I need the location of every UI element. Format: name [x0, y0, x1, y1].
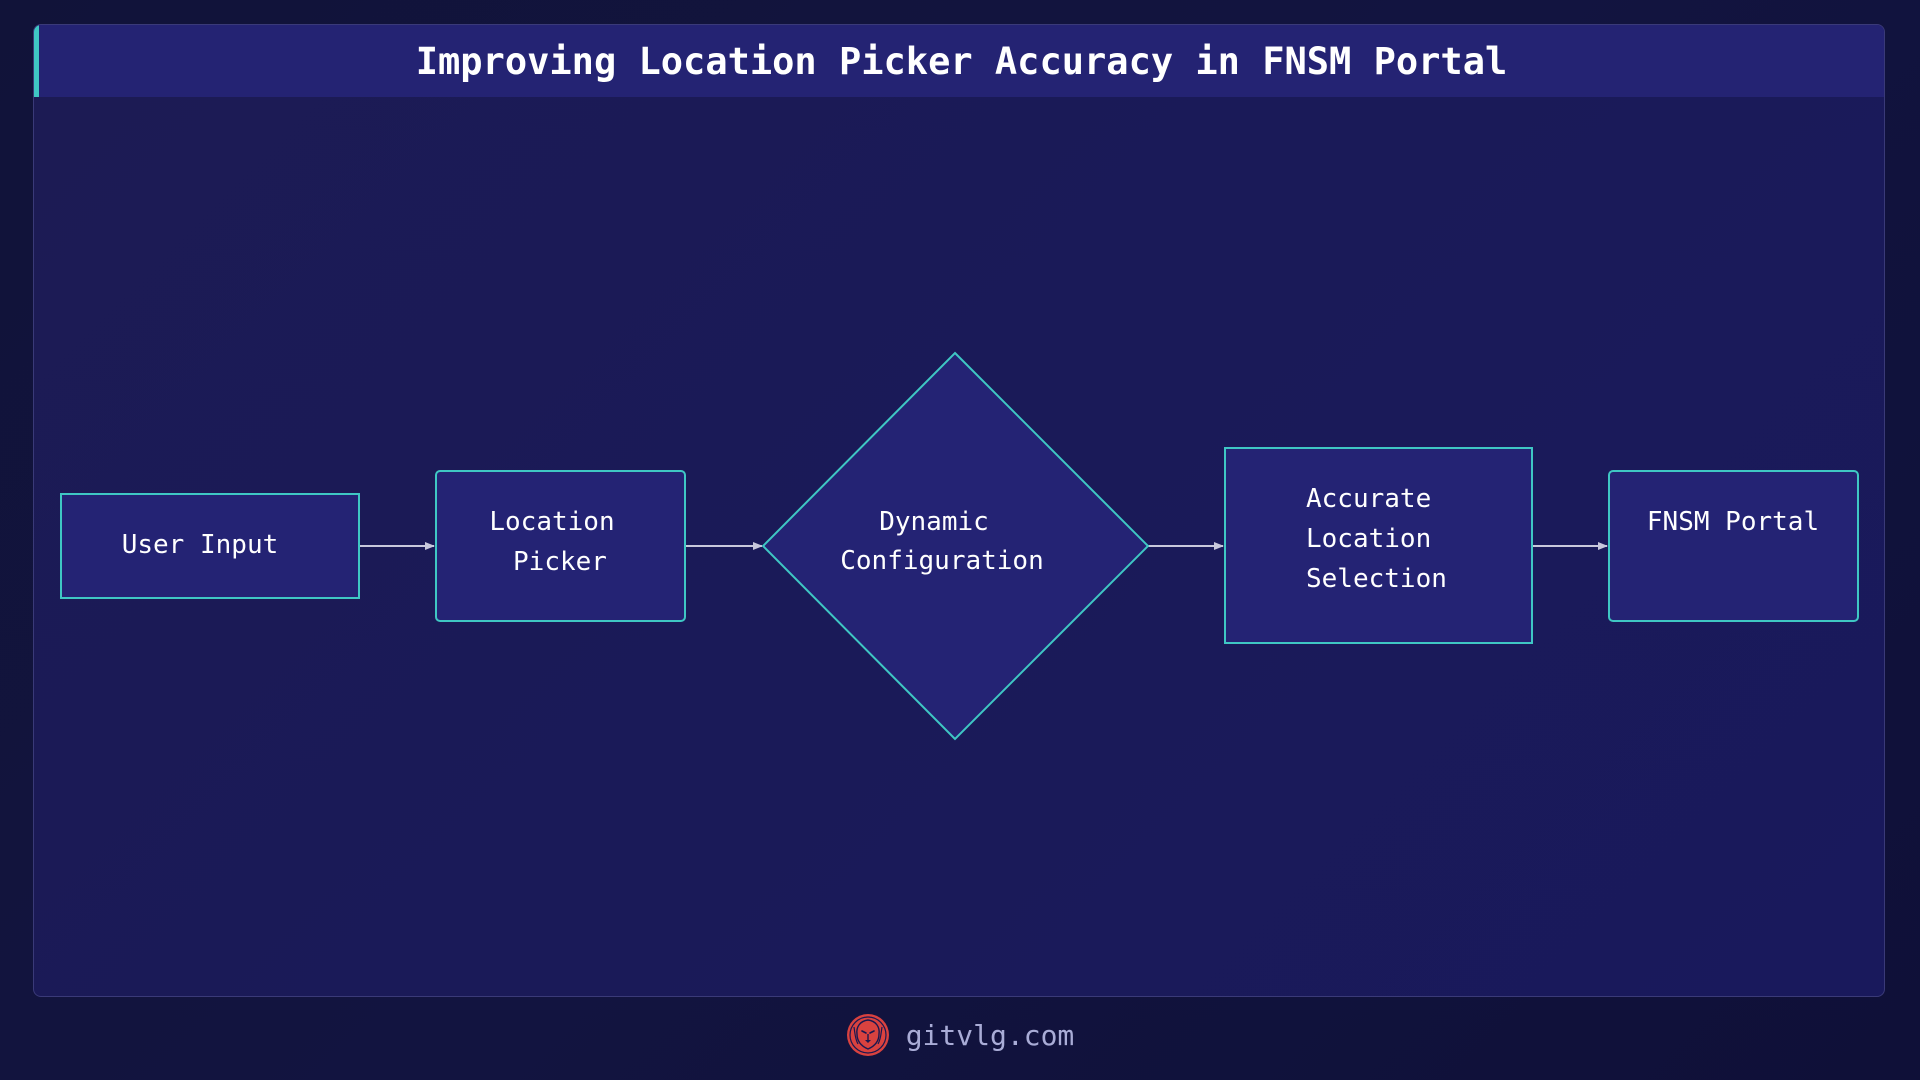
node-label-line-1: Location	[489, 507, 614, 537]
node-location-picker: Location Picker	[435, 470, 686, 622]
page-title: Improving Location Picker Accuracy in FN…	[415, 39, 1508, 83]
node-label-line-1: Dynamic	[879, 507, 989, 537]
node-label-line-1: Accurate	[1306, 484, 1431, 514]
footer: gitvlg.com	[0, 1012, 1920, 1058]
lion-logo-icon	[846, 1014, 889, 1056]
node-dynamic-configuration: Dynamic Configuration	[761, 351, 1150, 741]
node-fnsm-portal: FNSM Portal	[1608, 470, 1859, 622]
node-label-line-2: Location	[1306, 524, 1431, 554]
site-url[interactable]: gitvlg.com	[905, 1018, 1075, 1052]
node-label: User Input	[122, 530, 279, 560]
node-label-line-2: Configuration	[840, 546, 1044, 576]
node-accurate-location-selection: Accurate Location Selection	[1224, 447, 1533, 644]
node-label: FNSM Portal	[1647, 507, 1819, 537]
node-label-line-3: Selection	[1306, 564, 1447, 594]
node-user-input: User Input	[60, 493, 360, 599]
node-label-line-2: Picker	[513, 547, 607, 577]
title-bar: Improving Location Picker Accuracy in FN…	[34, 25, 1884, 97]
